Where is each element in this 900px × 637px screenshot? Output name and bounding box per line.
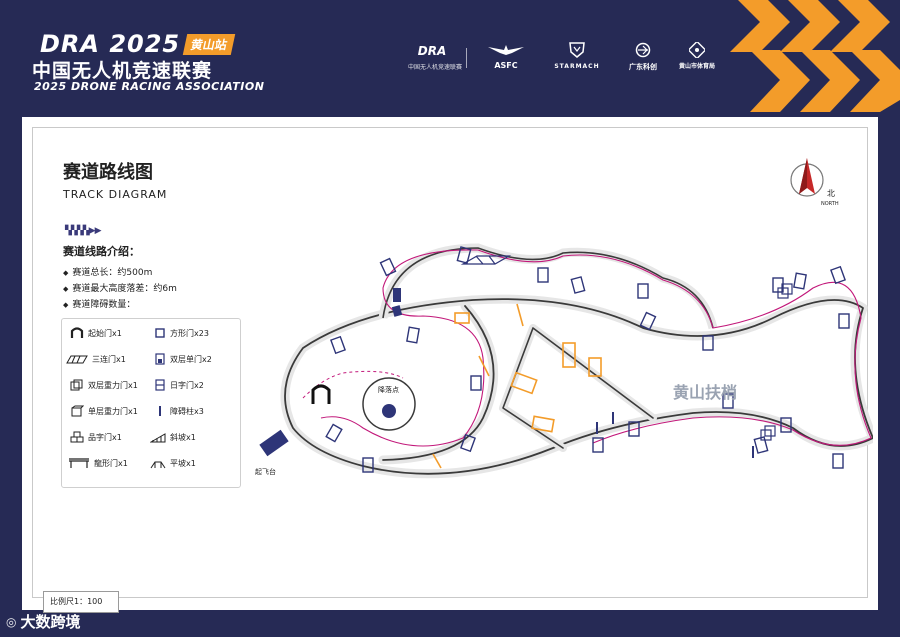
compass-label-cn: 北 bbox=[827, 189, 835, 198]
obstacle-legend: 起始门x1 方形门x23 三连门x1 双层单门x2 双层重力门x1 日字门x2 bbox=[61, 318, 241, 488]
legend-item: 双层单门x2 bbox=[154, 353, 212, 365]
dragon-gate-icon bbox=[69, 458, 89, 468]
section-marker: ▚▚▚▚▶▶ bbox=[65, 226, 102, 236]
starmach-shield-graphic bbox=[569, 42, 585, 58]
single-gravity-gate-icon bbox=[71, 405, 84, 417]
legend-item: 方形门x23 bbox=[154, 327, 209, 339]
venue-tag: 黄山站 bbox=[182, 34, 236, 55]
intro-title: 赛道线路介绍： bbox=[63, 245, 140, 258]
triple-gate-icon bbox=[66, 355, 88, 364]
inner-road bbox=[502, 327, 654, 449]
pillars bbox=[596, 412, 754, 458]
track-card: 赛道路线图 TRACK DIAGRAM 北 NORTH ▚▚▚▚▶▶ 赛道线路介… bbox=[22, 117, 878, 613]
start-gate-icon bbox=[70, 327, 84, 338]
dashuju-logo-icon: ◎ bbox=[6, 614, 17, 629]
orange-gates bbox=[432, 303, 602, 469]
legend-label: 龍形门x1 bbox=[94, 458, 128, 468]
double-single-gate bbox=[391, 305, 403, 317]
sponsor-divider bbox=[466, 48, 467, 68]
ri-gate-icon bbox=[155, 379, 165, 391]
legend-label: 单层重力门x1 bbox=[88, 406, 138, 416]
brand-line1: DRA 2025 bbox=[40, 30, 181, 58]
track-stats: 赛道总长：约500m 赛道最大高度落差：约6m 赛道障碍数量： bbox=[63, 265, 177, 313]
stat-length: 赛道总长：约500m bbox=[63, 265, 177, 281]
legend-label: 障碍柱x3 bbox=[170, 406, 204, 416]
footer-watermark: ◎ 大数跨境 bbox=[6, 611, 81, 632]
legend-label: 三连门x1 bbox=[92, 354, 126, 364]
header: DRA 2025 黄山站 中国无人机竞速联赛 2025 DRONE RACING… bbox=[0, 0, 900, 112]
start-gate-icon bbox=[311, 384, 331, 404]
sponsor-mark: STARMACH bbox=[554, 63, 600, 70]
landing-label: 降落点 bbox=[378, 385, 399, 394]
legend-item: 日字门x2 bbox=[154, 379, 204, 391]
guangdong-logo-icon: 广东科创 bbox=[620, 42, 666, 72]
card-frame: 赛道路线图 TRACK DIAGRAM 北 NORTH ▚▚▚▚▶▶ 赛道线路介… bbox=[32, 127, 873, 613]
legend-item: 龍形门x1 bbox=[68, 457, 128, 469]
compass-label-en: NORTH bbox=[821, 201, 839, 207]
landing-zone: 降落点 bbox=[362, 377, 416, 431]
legend-item: 品字门x1 bbox=[70, 431, 122, 443]
takeoff-label: 起飞台 bbox=[255, 467, 276, 476]
brand-line2: 中国无人机竞速联赛 bbox=[32, 60, 213, 82]
north-arrow-icon: 北 NORTH bbox=[790, 158, 839, 207]
sponsor-mark: 黄山市体育局 bbox=[678, 63, 715, 70]
takeoff-pad: 起飞台 bbox=[255, 429, 289, 476]
legend-label: 日字门x2 bbox=[170, 380, 204, 390]
legend-label: 品字门x1 bbox=[88, 432, 122, 442]
sponsor-mark: ASFC bbox=[494, 61, 518, 70]
huangshan-seal-graphic bbox=[687, 40, 707, 60]
legend-item: 单层重力门x1 bbox=[70, 405, 138, 417]
dra-logo-icon: DRA 中国无人机竞速联赛 bbox=[408, 42, 463, 71]
fin-road bbox=[382, 247, 714, 329]
legend-item: 斜坡x1 bbox=[150, 431, 196, 443]
slope-icon bbox=[150, 433, 166, 443]
legend-label: 平坡x1 bbox=[170, 458, 196, 468]
stat-height: 赛道最大高度落差：约6m bbox=[63, 281, 177, 297]
legend-label: 双层单门x2 bbox=[170, 354, 212, 364]
asfc-wings-graphic bbox=[488, 45, 524, 55]
fin-road-outline bbox=[378, 243, 718, 330]
sponsor-caption: 中国无人机竞速联赛 bbox=[408, 64, 463, 71]
pillar-icon bbox=[159, 406, 161, 416]
square-gate-icon bbox=[155, 328, 165, 338]
map-watermark: 黄山扶梢 bbox=[673, 383, 737, 402]
legend-label: 斜坡x1 bbox=[170, 432, 196, 442]
legend-label: 起始门x1 bbox=[88, 328, 122, 338]
square-gates bbox=[325, 246, 850, 473]
asfc-wings-icon: ASFC bbox=[482, 42, 530, 71]
page-title: 赛道路线图 bbox=[63, 162, 153, 183]
guangdong-logo-graphic bbox=[635, 42, 651, 58]
scale-label: 比例尺1：100 bbox=[43, 591, 119, 613]
flat-slope-icon bbox=[150, 461, 166, 469]
track-map: 降落点 起飞台 bbox=[255, 243, 873, 479]
pin-gate-icon bbox=[70, 431, 84, 443]
page-subtitle: TRACK DIAGRAM bbox=[63, 188, 168, 201]
gravity-gates bbox=[760, 283, 793, 441]
legend-item: 平坡x1 bbox=[150, 457, 196, 469]
triple-gate-icon bbox=[460, 255, 512, 265]
legend-item: 起始门x1 bbox=[70, 327, 122, 339]
legend-item: 双层重力门x1 bbox=[70, 379, 138, 391]
double-gravity-gate-icon bbox=[70, 379, 83, 391]
double-single-gate-icon bbox=[155, 353, 165, 365]
stat-obstacles: 赛道障碍数量： bbox=[63, 297, 177, 313]
huangshan-seal-icon: 黄山市体育局 bbox=[674, 40, 720, 72]
legend-item: 三连门x1 bbox=[66, 353, 126, 365]
starmach-shield-icon: STARMACH bbox=[550, 42, 604, 72]
watermark-text: 大数跨境 bbox=[20, 613, 81, 631]
chevron-decoration-icon bbox=[730, 0, 900, 112]
brand-line3: 2025 DRONE RACING ASSOCIATION bbox=[34, 80, 265, 93]
sponsor-mark: DRA bbox=[417, 44, 447, 58]
sponsor-mark: 广东科创 bbox=[629, 63, 657, 71]
double-single-gate bbox=[393, 288, 401, 302]
gill-road bbox=[382, 305, 495, 461]
legend-item: 障碍柱x3 bbox=[154, 405, 204, 417]
legend-label: 双层重力门x1 bbox=[88, 380, 138, 390]
legend-label: 方形门x23 bbox=[170, 328, 209, 338]
flight-path bbox=[320, 249, 872, 447]
